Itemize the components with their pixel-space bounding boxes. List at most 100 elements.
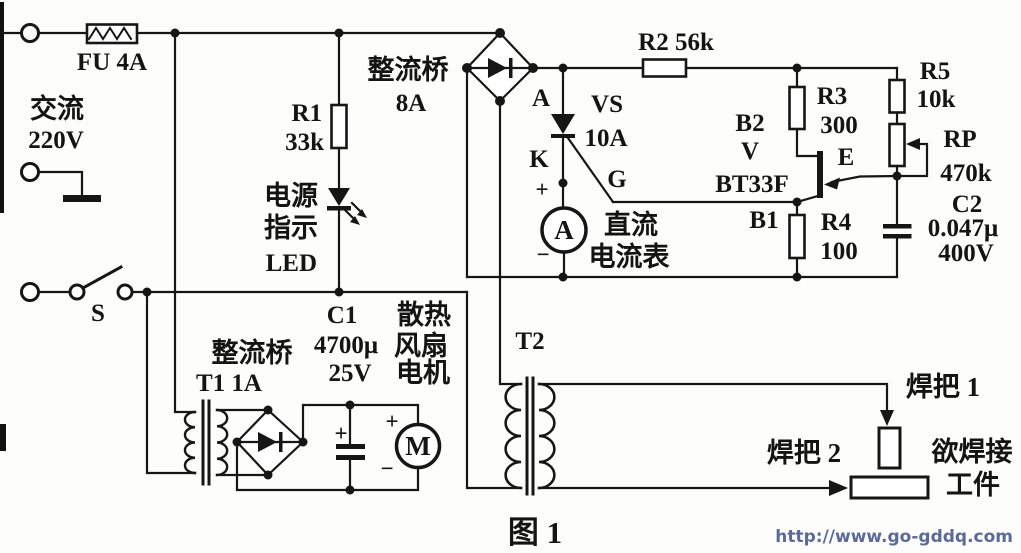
scr-gate-label: G [607,166,626,193]
ujt-b1-label: B1 [749,207,778,234]
transformer-t1 [183,399,270,486]
c2-value-label: 0.047μ [928,215,998,242]
thyristor-vs [551,66,799,210]
ujt-e-lead [830,174,899,184]
switch-s [20,264,469,302]
r4-name-label: R4 [821,209,852,236]
c1-plus-label: + [334,421,347,446]
ground-bar [63,195,101,202]
resistor-r3 [788,66,820,158]
rp-value-label: 470k [940,160,992,187]
scr-anode-label: A [532,85,550,112]
resistor-r4 [788,200,806,279]
r3-name-label: R3 [817,83,848,110]
c2-voltage-label: 400V [938,240,994,267]
resistor-r1 [330,31,348,190]
welding-electrode-2-workpiece [537,475,930,500]
t1-label: T1 1A [196,370,262,397]
scr-cathode-label: K [529,146,549,173]
electrode1-arrow [880,410,894,426]
scr-rating-label: 10A [584,125,627,152]
t2-label: T2 [515,328,544,355]
workpiece-label-line2: 工件 [946,470,1000,500]
wire-t2-primary-bottom [465,290,523,490]
ammeter-meter-symbol: A [554,215,574,245]
led-label-line2: 指示 [264,213,318,243]
c1-voltage-label: 25V [328,360,371,387]
t2-primary-coil [504,382,523,490]
watermark-url: http://www.go-gddq.com [775,527,1013,547]
motor-symbol-label: M [405,431,430,461]
r1-name-label: R1 [291,100,322,127]
switch-label: S [91,300,105,327]
capacitor-c1 [336,403,365,492]
r3-value-label: 300 [820,112,858,139]
fan-bridge-name-label: 整流桥 [212,338,293,368]
workpiece-label-line1: 欲焊接 [931,437,1013,467]
ammeter-label-line1: 直流 [604,210,658,240]
c1-value-label: 4700μ [314,332,378,359]
resistor-r2 [641,58,688,78]
figure-caption: 图 1 [508,515,562,550]
t1-primary-coil [183,410,197,475]
resistor-r5 [888,66,906,126]
ammeter-label-line2: 电流表 [589,242,670,272]
fan-label-line1: 散热 [397,300,451,330]
t2-secondary-coil [537,382,556,490]
ujt-e-label: E [838,144,855,171]
main-bridge-rectifier [465,31,535,103]
workpiece-bar [849,475,930,500]
junction-dots [142,28,902,495]
motor-plus-label: + [385,409,398,434]
welding-electrode-1 [537,382,902,470]
wire-t1-primary-top [173,31,197,414]
dc-ammeter-symbol [540,206,588,279]
main-bridge-name-label: 整流桥 [368,55,449,85]
ujt-b2-label: B2 [735,110,764,137]
wire-fan-negative-rail [235,440,420,492]
ac-input-terminal-2 [20,162,101,202]
fuse-label: FU 4A [77,49,147,76]
ammeter-plus-label: + [535,177,548,202]
ac-voltage-label: 220V [28,127,84,154]
scan-border-artifact [0,2,6,451]
fan-motor-symbol [394,422,442,470]
fan-label-line2: 风扇 [394,330,448,361]
fuse-symbol [85,23,139,45]
scr-name-label: VS [591,91,623,118]
motor-minus-label: − [380,456,393,481]
ammeter-minus-label: − [536,242,549,267]
wire-t1-primary-bottom [145,290,197,475]
potentiometer-rp [888,122,929,178]
main-bridge-rating-label: 8A [396,90,427,117]
rp-wiper-arrow [906,138,920,150]
c1-name-label: C1 [327,302,358,329]
c2-name-label: C2 [952,191,983,218]
led-label-line1: 电源 [264,181,318,211]
electrode2-arrow [829,480,848,496]
ujt-type-prefix-label: V [741,138,759,165]
electrode1-label: 焊把 1 [906,372,980,402]
r5-value-label: 10k [917,86,956,113]
r4-value-label: 100 [820,238,858,265]
capacitor-c2 [883,174,912,279]
led-label-line3: LED [266,250,317,277]
electrode2-label: 焊把 2 [767,438,841,468]
transformer-t2 [504,376,556,496]
ujt-base-bar [817,151,823,198]
r2-label: R2 56k [638,29,714,56]
fan-label-line3: 电机 [396,358,450,388]
fan-bridge-rectifier [235,408,305,477]
ac-label: 交流 [30,93,84,124]
ac-input-terminal-1 [0,23,89,43]
r5-name-label: R5 [920,58,951,85]
gate-lead [566,136,615,204]
t1-secondary-coil [215,408,229,477]
ujt-model-label: BT33F [715,171,789,198]
r1-value-label: 33k [285,129,324,156]
rp-name-label: RP [943,126,976,153]
wire-fan-positive-rail [301,403,420,444]
ujt-emitter-arrow [824,177,840,190]
led-symbol [327,188,367,293]
